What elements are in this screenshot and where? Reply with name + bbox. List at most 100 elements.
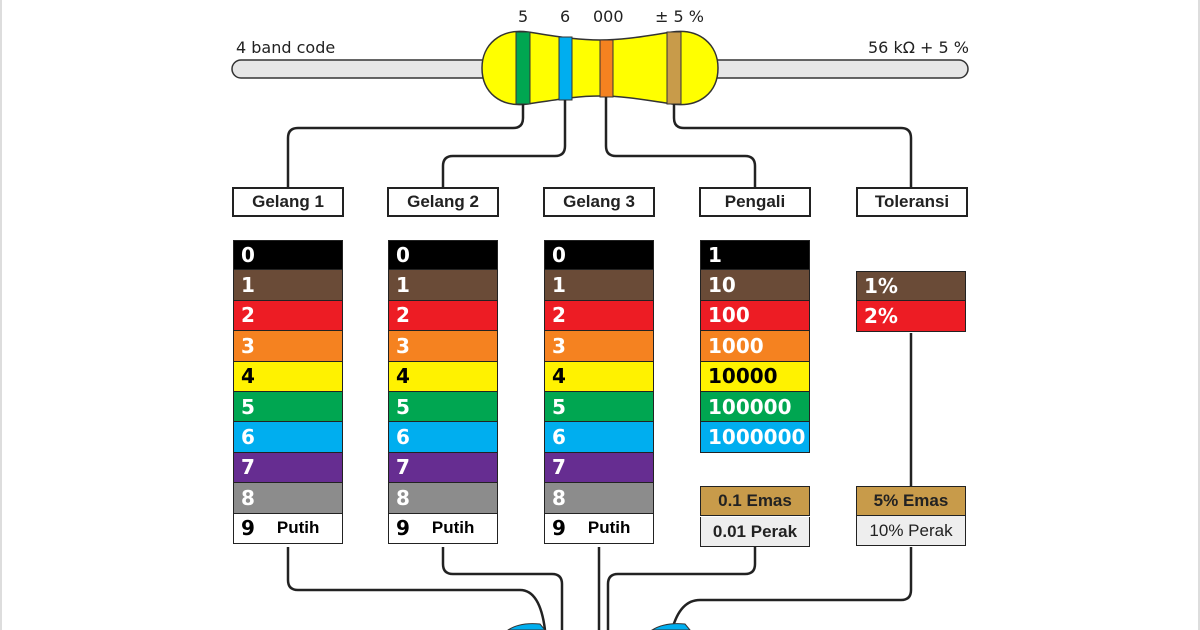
color-cell-brown: 1 [388,270,498,301]
toleransi-silver: 10% Perak [856,516,966,546]
color-cell-green: 5 [544,391,654,423]
color-cell-violet: 7 [233,452,343,484]
band-digit-3: 000 [593,7,624,26]
band-blue [558,36,573,101]
digit-value: 6 [552,425,566,450]
color-cell-white: 9 Putih [233,513,343,544]
color-word: Putih [431,518,475,538]
wire-band4 [672,104,913,187]
bottom-resistor-right [651,623,691,630]
digit-value: 6 [241,425,255,450]
left-caption: 4 band code [236,38,336,57]
digit-value: 1 [241,273,255,298]
header-gelang-2: Gelang 2 [387,187,499,217]
color-cell-white: 9 Putih [544,513,654,544]
digit-value: 6 [396,425,410,450]
band-digit-4: ± 5 % [655,7,704,26]
color-cell-green: 5 [388,391,498,423]
multiplier-cell-yellow: 10000 [700,361,810,392]
color-cell-yellow: 4 [544,361,654,392]
right-caption: 56 kΩ + 5 % [868,38,969,57]
multiplier-cell-black: 1 [700,240,810,271]
color-cell-grey: 8 [544,483,654,514]
color-word: Putih [276,518,320,538]
color-cell-yellow: 4 [233,361,343,392]
toleransi-gold: 5% Emas [856,486,966,516]
digit-value: 4 [552,364,566,389]
digit-value: 2 [241,303,255,328]
color-cell-blue: 6 [233,422,343,453]
tolerance-cell-red: 2% [856,301,966,332]
band-gold [666,31,682,105]
digit-value: 3 [552,333,566,358]
digit-value: 8 [241,485,255,510]
digit-value: 3 [241,333,255,358]
toleransi-column: 1%2% [856,271,966,332]
digit-value: 5 [241,394,255,419]
digit-value: 9 [241,516,255,541]
color-cell-orange: 3 [544,331,654,362]
multiplier-cell-brown: 10 [700,270,810,301]
color-cell-grey: 8 [233,483,343,514]
digit-value: 4 [241,364,255,389]
digit-value: 7 [552,455,566,480]
color-cell-brown: 1 [233,270,343,301]
digit-value: 9 [396,516,410,541]
color-cell-grey: 8 [388,483,498,514]
color-cell-black: 0 [544,240,654,271]
color-cell-red: 2 [544,300,654,332]
color-word: Putih [587,518,631,538]
wire-bottom-5 [670,547,913,630]
band-digit-1: 5 [518,7,529,26]
color-cell-brown: 1 [544,270,654,301]
digit-value: 4 [396,364,410,389]
digit-value: 1 [396,273,410,298]
color-cell-blue: 6 [388,422,498,453]
wire-bottom-4 [606,547,757,630]
color-cell-black: 0 [233,240,343,271]
digit-value: 3 [396,333,410,358]
header-pengali: Pengali [699,187,811,217]
bottom-resistor-left [507,623,546,630]
tolerance-cell-brown: 1% [856,271,966,302]
pengali-silver: 0.01 Perak [700,517,810,547]
wire-band1 [286,104,525,187]
digit-value: 0 [396,243,410,268]
color-cell-red: 2 [388,300,498,332]
pengali-gold: 0.1 Emas [700,486,810,516]
digit-value: 0 [552,243,566,268]
multiplier-cell-red: 100 [700,300,810,332]
digit-value: 2 [396,303,410,328]
wire-band2 [441,100,567,187]
multiplier-cell-orange: 1000 [700,331,810,362]
digit-value: 8 [552,485,566,510]
color-cell-red: 2 [233,300,343,332]
color-cell-orange: 3 [388,331,498,362]
header-toleransi: Toleransi [856,187,968,217]
color-cell-violet: 7 [388,452,498,484]
color-cell-yellow: 4 [388,361,498,392]
band-green [515,31,531,105]
color-cell-white: 9 Putih [388,513,498,544]
digit-value: 9 [552,516,566,541]
multiplier-cell-green: 100000 [700,391,810,423]
digit-value: 5 [552,394,566,419]
color-cell-orange: 3 [233,331,343,362]
multiplier-cell-blue: 1000000 [700,422,810,453]
digit-value: 7 [396,455,410,480]
color-cell-violet: 7 [544,452,654,484]
digit-value: 8 [396,485,410,510]
wire-bottom-2 [441,547,564,630]
band-orange [599,39,614,98]
wire-bottom-1 [286,547,547,630]
color-cell-blue: 6 [544,422,654,453]
band-digit-2: 6 [560,7,571,26]
header-gelang-3: Gelang 3 [543,187,655,217]
digit-value: 1 [552,273,566,298]
digit-value: 5 [396,394,410,419]
digit-value: 2 [552,303,566,328]
